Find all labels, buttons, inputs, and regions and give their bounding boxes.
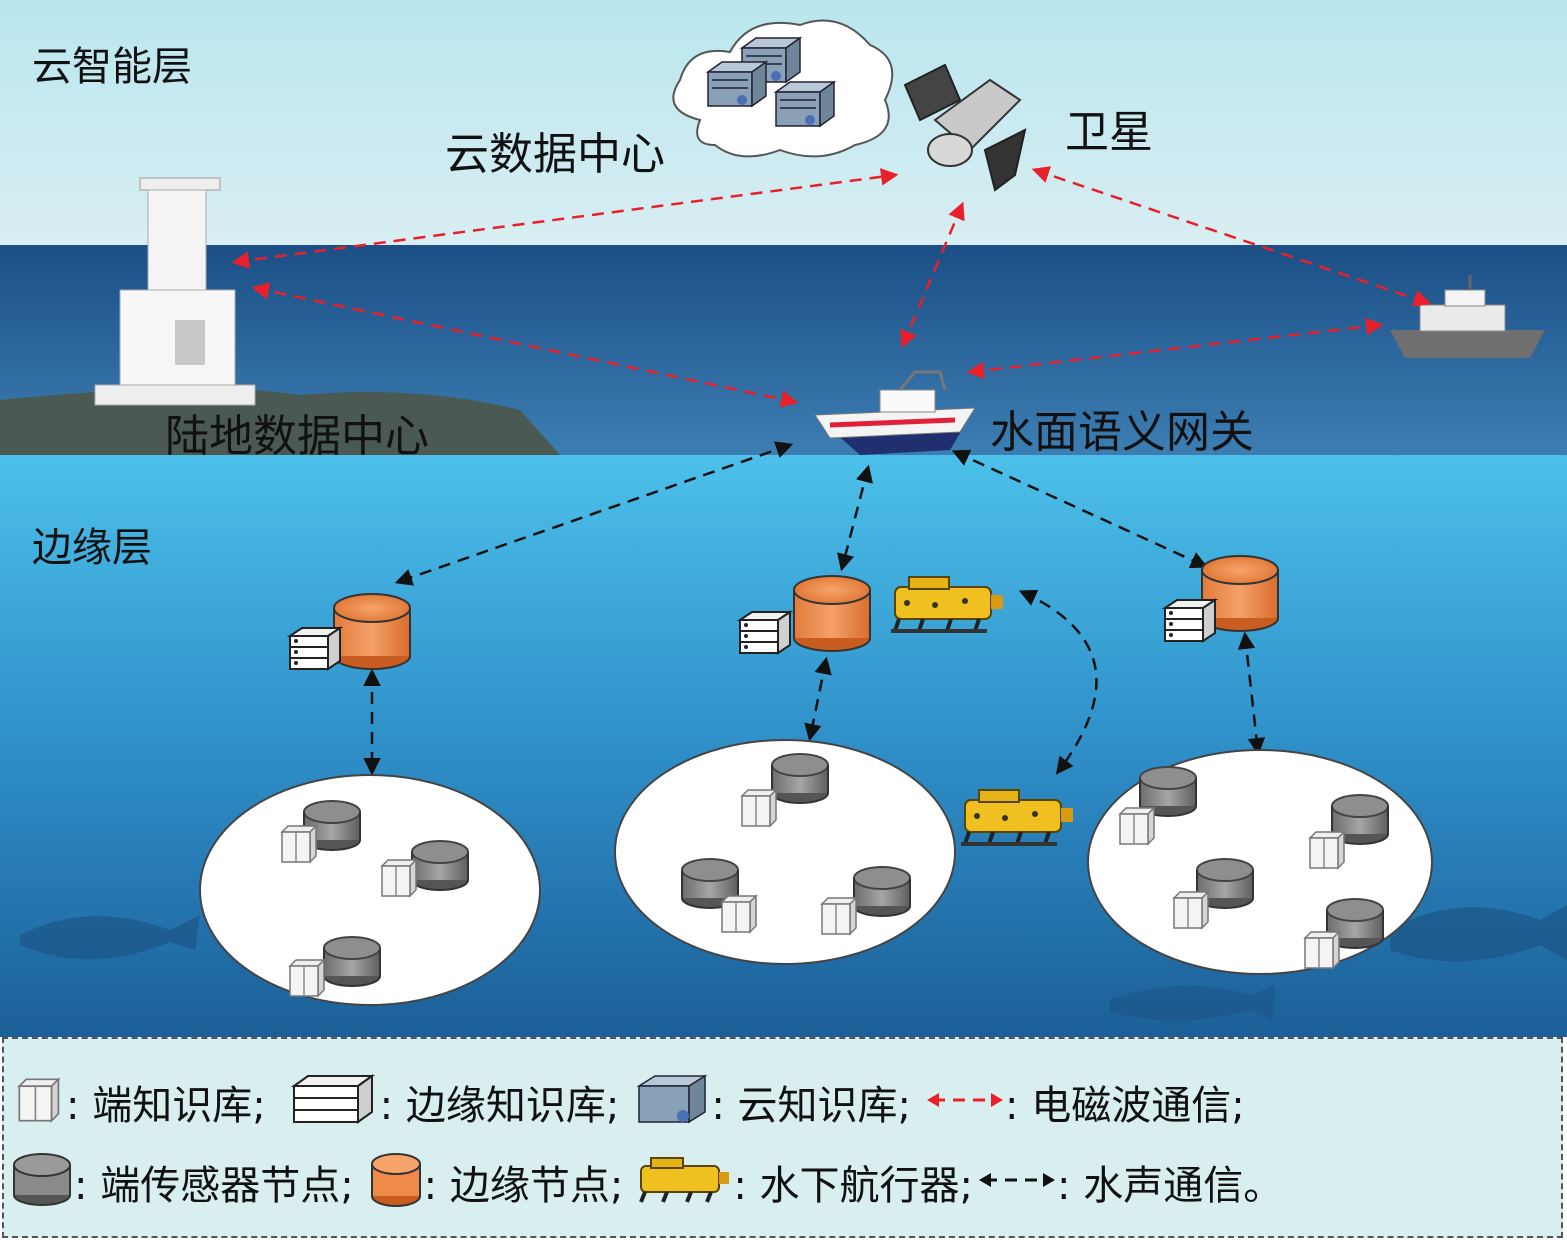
em-link-land-gateway [251, 282, 799, 408]
network-diagram [0, 0, 1567, 1037]
em-links [231, 166, 1432, 408]
legend: : 端知识库; : 边缘知识库; : 云知识库; : 电磁波通信; : 端传感器… [2, 1037, 1563, 1238]
fish-silhouette [1390, 905, 1567, 962]
sensor-node-icon [10, 1151, 74, 1213]
em-link-satellite-gateway [900, 201, 965, 349]
end-kb-icon [14, 1077, 66, 1127]
legend-em-comm: : 电磁波通信; [1005, 1083, 1245, 1129]
em-link-satellite-ship [1031, 166, 1432, 307]
legend-edge-node: : 边缘节点; [423, 1163, 624, 1209]
ship-icon [1390, 275, 1545, 358]
legend-acoustic-comm: : 水声通信。 [1057, 1163, 1284, 1209]
cloud-kb-icon [633, 1074, 711, 1130]
legend-end-kb: : 端知识库; [66, 1083, 266, 1129]
acoustic-links [363, 441, 1266, 776]
acoustic-arrow-icon [977, 1165, 1057, 1199]
surface-gateway-label: 水面语义网关 [990, 407, 1254, 458]
land-data-center-label: 陆地数据中心 [165, 411, 429, 462]
legend-edge-kb: : 边缘知识库; [379, 1083, 620, 1129]
edge-node-icon [368, 1150, 424, 1214]
fish-silhouette [20, 915, 200, 960]
auv-icon [637, 1156, 733, 1208]
satellite-icon [903, 63, 1027, 192]
em-arrow-icon [925, 1085, 1005, 1119]
cloud-data-center-label: 云数据中心 [445, 129, 665, 180]
sensor-cluster-3 [1087, 749, 1433, 975]
legend-cloud-kb: : 云知识库; [711, 1083, 912, 1129]
fish-silhouette [1110, 985, 1275, 1021]
cloud-data-center-icon [672, 19, 894, 158]
sensor-cluster-2 [614, 739, 956, 965]
acoustic-link-gateway-edge1 [394, 441, 794, 586]
em-link-gateway-ship [966, 317, 1384, 380]
boat-icon [814, 370, 976, 455]
legend-end-sensor: : 端传感器节点; [74, 1163, 354, 1209]
em-link-land-satellite [231, 168, 899, 269]
lighthouse-icon [94, 177, 256, 406]
acoustic-link-gateway-edge2 [837, 464, 873, 572]
acoustic-link-auv-auv [1018, 589, 1098, 775]
edge-layer-label: 边缘层 [32, 525, 152, 571]
edge-kb-icon [290, 1074, 380, 1130]
cloud-layer-label: 云智能层 [32, 44, 192, 90]
satellite-label: 卫星 [1065, 107, 1153, 158]
sensor-cluster-1 [199, 774, 541, 1006]
acoustic-link-gateway-edge3 [951, 449, 1209, 569]
acoustic-link-edge2-cluster2 [804, 656, 832, 742]
legend-auv: : 水下航行器; [733, 1163, 974, 1209]
